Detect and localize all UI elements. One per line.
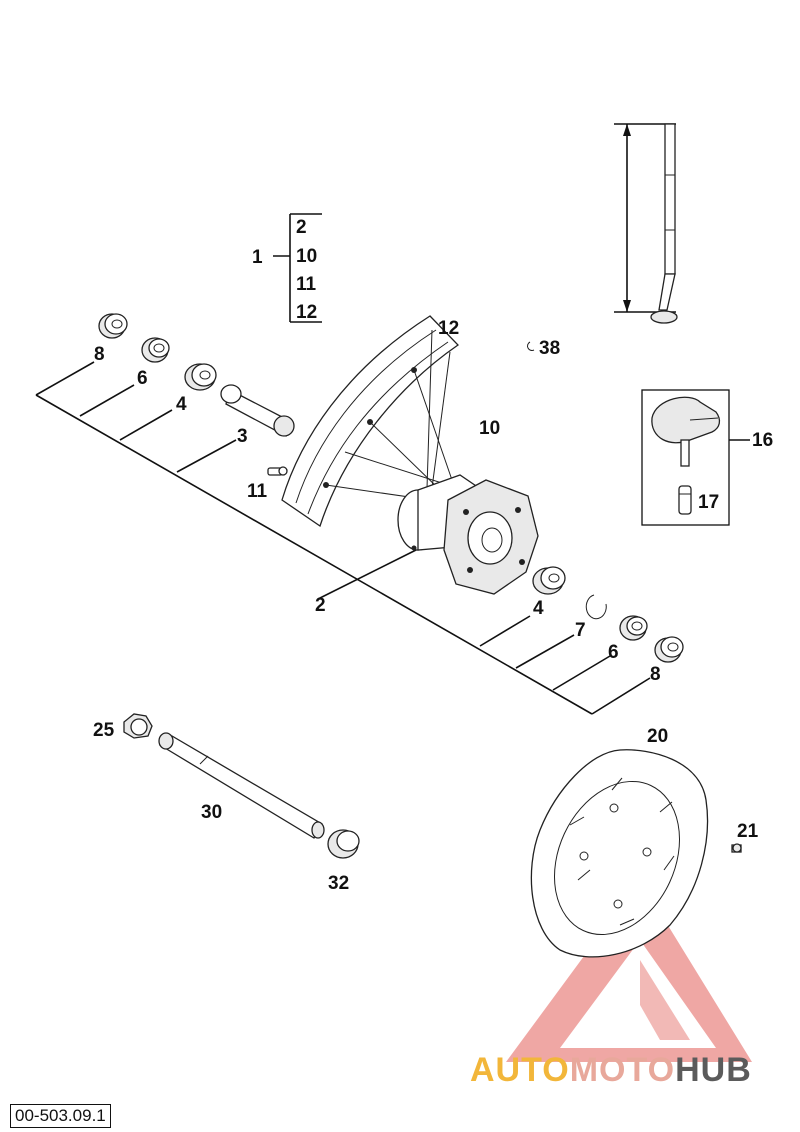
kit-item-label: 11 <box>296 274 317 295</box>
spacer-right <box>619 615 648 641</box>
valve-box <box>641 389 750 526</box>
callout-tyre-valve: 16 <box>752 430 773 451</box>
callout-disc-screw: 21 <box>737 821 759 842</box>
collar-right <box>654 636 684 663</box>
distance-sleeve <box>220 384 295 437</box>
callout-spacer-right: 6 <box>608 642 619 663</box>
callout-collar-left: 8 <box>94 344 105 365</box>
watermark-word-a: AUTO <box>470 1051 570 1089</box>
callout-labels: 12 10 11 2 3 4 4 6 6 8 8 7 38 16 17 20 2… <box>93 318 773 894</box>
callout-distance-sleeve: 3 <box>237 426 248 447</box>
callout-bearing-left: 4 <box>176 394 187 415</box>
watermark-logo <box>506 880 752 1062</box>
circlip <box>585 594 607 620</box>
wheel-spindle <box>158 732 325 839</box>
callout-nipple: 11 <box>247 481 268 502</box>
spoke-detail <box>614 123 678 324</box>
callout-brake-disc: 20 <box>647 726 668 747</box>
spokes <box>325 329 471 521</box>
callout-hub: 2 <box>315 595 326 616</box>
nipple-part <box>267 466 288 476</box>
watermark-word-c: HUB <box>675 1051 752 1089</box>
kit-item-label: 12 <box>296 302 317 323</box>
callout-rim: 12 <box>438 318 459 339</box>
spindle-cap <box>327 829 360 859</box>
axle-nut <box>123 713 153 739</box>
callout-circlip: 7 <box>575 620 586 641</box>
callout-spacer-left: 6 <box>137 368 148 389</box>
callout-bearing-right: 4 <box>533 598 544 619</box>
watermark-text: AUTOMOTOHUB <box>470 1051 752 1089</box>
collar-left <box>98 313 128 339</box>
disc-screw <box>731 843 742 853</box>
callout-valve-clip: 38 <box>539 338 560 359</box>
callout-spindle-cap: 32 <box>328 873 349 894</box>
bearing-right <box>532 566 566 595</box>
valve-clip <box>527 341 535 351</box>
callout-wheel-spindle: 30 <box>201 802 222 823</box>
watermark-word-b: MOTO <box>570 1051 675 1089</box>
kit-item-label: 2 <box>296 217 307 238</box>
callout-spokes: 10 <box>479 418 500 439</box>
assembly-axis-lines <box>35 361 651 715</box>
kit-parent-label: 1 <box>252 247 263 268</box>
kit-item-label: 10 <box>296 246 317 267</box>
callout-valve-core: 17 <box>698 492 719 513</box>
callout-axle-nut: 25 <box>93 720 115 741</box>
spacer-left <box>141 337 170 363</box>
hub <box>397 474 539 595</box>
callout-collar-right: 8 <box>650 664 661 685</box>
brake-disc <box>530 749 709 958</box>
document-id: 00-503.09.1 <box>10 1104 111 1128</box>
bearing-left <box>184 363 217 391</box>
rim <box>281 315 459 528</box>
kit-bracket: 1 2 10 11 12 <box>252 213 322 323</box>
